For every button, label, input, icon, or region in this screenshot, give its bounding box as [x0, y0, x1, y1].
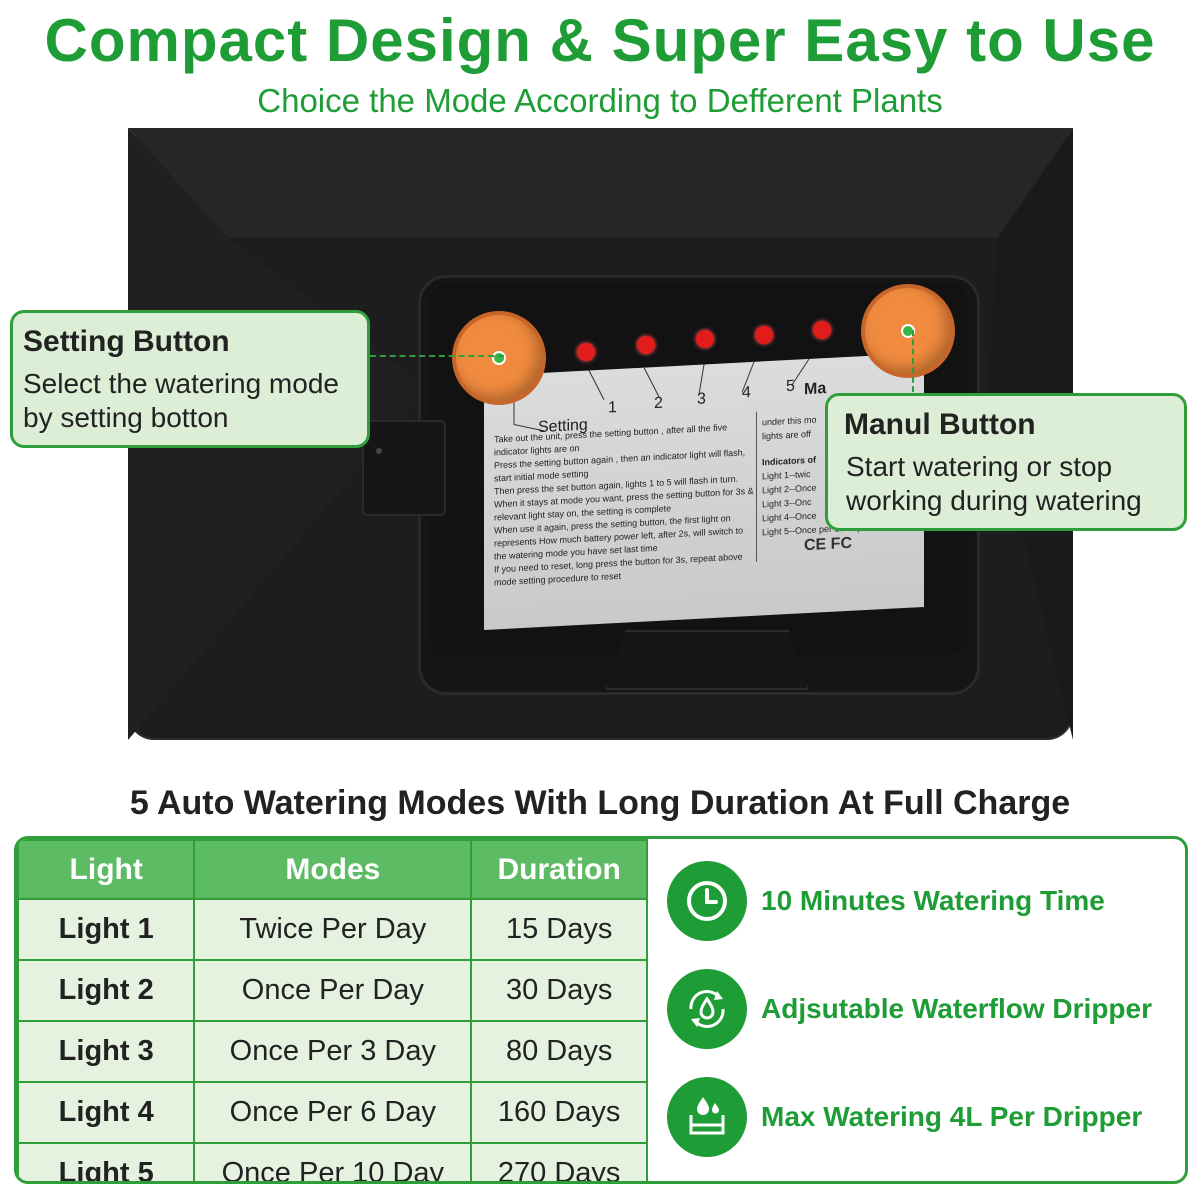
indicator-light-2 [637, 336, 655, 354]
certification-marks: CE FC [804, 534, 852, 555]
label-instructions: Take out the unit, press the setting but… [494, 420, 756, 590]
feature-label: Adjsutable Waterflow Dripper [761, 993, 1153, 1024]
table-cell: 80 Days [470, 1020, 648, 1083]
label-number-4: 4 [742, 384, 751, 402]
table-header: Modes [193, 839, 473, 900]
table-row: Light 1 Twice Per Day 15 Days [17, 898, 648, 961]
table-cell: Light 1 [17, 898, 196, 961]
modes-panel: Light Modes Duration Light 1 Twice Per D… [14, 836, 1188, 1184]
manual-connector-line [912, 330, 914, 392]
table-cell: 270 Days [470, 1142, 648, 1181]
clock-icon [667, 861, 747, 941]
manual-callout-desc: Start watering or stop working during wa… [846, 451, 1142, 516]
table-row: Light 5 Once Per 10 Day 270 Days [17, 1142, 648, 1181]
modes-section-title: 5 Auto Watering Modes With Long Duration… [129, 784, 1071, 822]
feature-label: Max Watering 4L Per Dripper [761, 1101, 1143, 1132]
label-divider [756, 411, 757, 562]
table-header: Light [17, 839, 196, 900]
table-header: Duration [470, 839, 648, 900]
manual-callout-title: Manul Button [844, 408, 1036, 441]
table-row: Light 2 Once Per Day 30 Days [17, 959, 648, 1022]
setting-button[interactable] [456, 315, 542, 401]
table-row: Light 3 Once Per 3 Day 80 Days [17, 1020, 648, 1083]
table-row: Light 4 Once Per 6 Day 160 Days [17, 1081, 648, 1144]
indicator-light-4 [755, 326, 773, 344]
clip-screw-icon [376, 448, 382, 454]
water-recycle-icon [667, 969, 747, 1049]
table-cell: Light 5 [17, 1142, 196, 1181]
setting-connector-line [370, 355, 504, 357]
table-cell: 160 Days [470, 1081, 648, 1144]
setting-button-callout: Setting Button Select the watering mode … [10, 310, 370, 448]
table-cell: Twice Per Day [193, 898, 473, 961]
label-number-5: 5 [786, 377, 795, 396]
setting-button-marker [492, 351, 506, 365]
feature-adjustable-dripper: Adjsutable Waterflow Dripper [667, 969, 1152, 1049]
feature-max-watering: Max Watering 4L Per Dripper [667, 1077, 1142, 1157]
table-cell: Once Per 10 Day [193, 1142, 473, 1181]
manual-button-marker [901, 324, 915, 338]
indicator-light-1 [577, 343, 595, 361]
label-number-1: 1 [608, 399, 617, 417]
table-cell: Once Per Day [193, 959, 473, 1022]
modes-table: Light Modes Duration Light 1 Twice Per D… [17, 839, 648, 1181]
indicator-light-3 [696, 330, 714, 348]
label-number-2: 2 [654, 394, 663, 413]
table-header-row: Light Modes Duration [17, 839, 648, 900]
page-title: Compact Design & Super Easy to Use [44, 7, 1156, 74]
setting-callout-desc: Select the watering mode by setting bott… [23, 368, 339, 433]
label-manual-text: Ma [804, 380, 827, 399]
page-subtitle: Choice the Mode According to Defferent P… [257, 82, 943, 119]
feature-label: 10 Minutes Watering Time [761, 885, 1105, 916]
setting-callout-title: Setting Button [23, 325, 230, 358]
manual-button[interactable] [865, 288, 951, 374]
indicator-light-5 [813, 321, 831, 339]
left-clip [362, 420, 446, 516]
table-cell: 30 Days [470, 959, 648, 1022]
table-cell: Light 2 [17, 959, 196, 1022]
table-cell: Light 4 [17, 1081, 196, 1144]
water-container-icon [667, 1077, 747, 1157]
label-number-3: 3 [697, 390, 706, 408]
table-cell: 15 Days [470, 898, 648, 961]
feature-watering-time: 10 Minutes Watering Time [667, 861, 1105, 941]
manual-button-callout: Manul Button Start watering or stop work… [825, 393, 1187, 531]
table-cell: Once Per 6 Day [193, 1081, 473, 1144]
table-cell: Light 3 [17, 1020, 196, 1083]
bottom-clip [605, 630, 809, 690]
table-cell: Once Per 3 Day [193, 1020, 473, 1083]
